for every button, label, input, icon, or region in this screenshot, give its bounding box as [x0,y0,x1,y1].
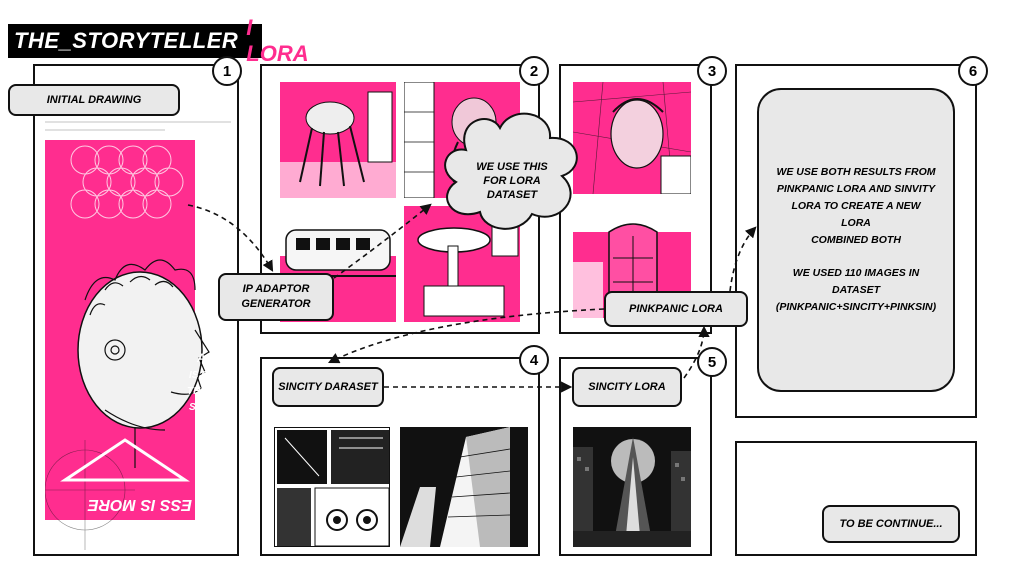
sincity-dataset-label: SINCITY DARASET [272,367,384,407]
sincity-lora-image [573,427,691,547]
output-image-walker [280,82,396,198]
combined-lora-note: WE USE BOTH RESULTS FROM PINKPANIC LORA … [757,88,955,392]
ip-adaptor-label: IP ADAPTOR GENERATOR [218,273,334,321]
art-text-2: IS CHA [189,370,223,381]
panel-4-number: 4 [519,345,549,375]
art-text-5: ESS IS MORE [87,496,192,513]
panel-6-number: 6 [958,56,988,86]
comic-art [277,430,389,546]
pinkpanic-image-face [573,82,691,194]
cathedral-art [573,437,691,547]
building-art [400,427,511,547]
sincity-lora-label: SINCITY LORA [572,367,682,407]
panel-5-number: 5 [697,347,727,377]
face-art [573,82,691,194]
initial-drawing-image: ART IS CHA THAKING SHARE ESS IS MORE [45,110,231,550]
output-image-saucer [404,206,520,322]
title-text: THE_STORYTELLER [14,28,239,53]
to-be-continued-label: TO BE CONTINUE... [822,505,960,543]
walker-art [280,91,396,198]
phonebooth-art [573,202,691,318]
title-accent: I LORA [246,15,309,66]
panel-initial-drawing: ART IS CHA THAKING SHARE ESS IS MORE [33,64,239,556]
pinkpanic-lora-label: PINKPANIC LORA [604,291,748,327]
panel-1-number: 1 [212,56,242,86]
art-text-4: SHARE [189,402,224,413]
sincity-image-building [400,427,528,547]
initial-drawing-label: INITIAL DRAWING [8,84,180,116]
panel-2-number: 2 [519,56,549,86]
art-text-3: THAKING [187,386,231,397]
cloud-note: WE USE THIS FOR LORA DATASET [476,160,548,202]
saucer-art [417,215,519,317]
sincity-image-comic [274,427,390,547]
initial-drawing-art: ART IS CHA THAKING SHARE ESS IS MORE [45,121,231,550]
art-text-1: ART [196,351,223,365]
panel-3-number: 3 [697,56,727,86]
title-bar: THE_STORYTELLER I LORA [8,15,309,66]
